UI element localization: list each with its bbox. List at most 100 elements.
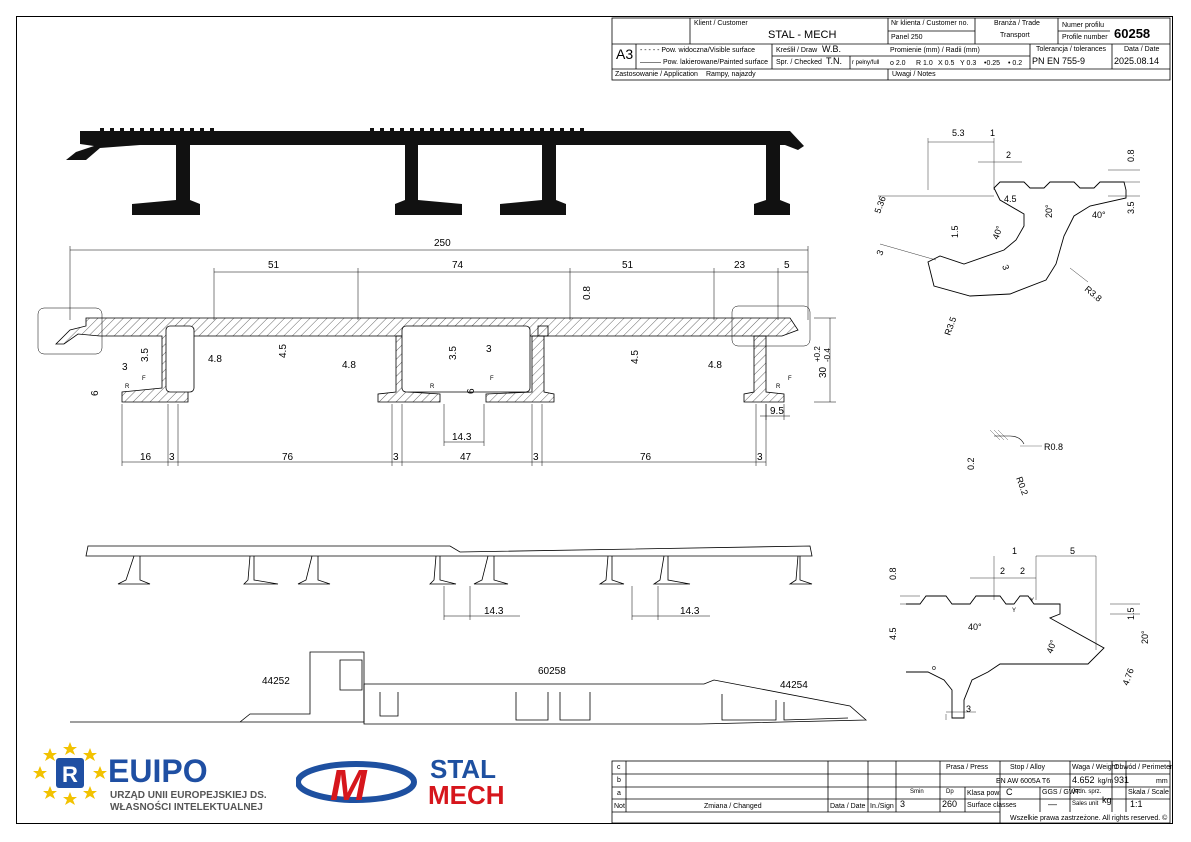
client-name: STAL - MECH [768,29,837,41]
dim-3-5b: 3.5 [448,346,459,360]
press-label: Prasa / Press [946,764,989,771]
dim-b3b: 3 [393,452,399,463]
section-dimension-labels: 250 51 74 51 23 5 0.8 3.5 4.8 4.5 4.8 3.… [90,238,832,463]
db-y2: Y [1030,598,1034,604]
weight-unit: kg/m [1098,778,1114,785]
asm-mid-label: 60258 [538,666,566,677]
rights-notice: Wszelkie prawa zastrzeżone. All rights r… [1010,815,1168,822]
dt-20: 20° [1044,204,1054,218]
dim-4-8b: 4.8 [342,360,356,371]
dp-label: Dp [946,789,954,795]
checked-by: T.N. [826,56,843,66]
db-5: 5 [1070,546,1075,556]
rev-date-label: Data / Date [830,803,866,810]
section-dimension-lines [69,246,836,466]
ds-0-2: 0.2 [966,457,976,470]
surface-classes: Surface classes [967,802,1017,809]
dim-b3d: 3 [757,452,763,463]
alloy: EN AW 6005A T6 [996,778,1051,785]
radius-4: Y 0.3 [960,60,977,67]
euipo-emblem-icon: R EUIPO URZĄD UNII EUROPEJSKIEJ DS. WŁAS… [33,742,267,813]
s-label: Smin [910,789,924,795]
dt-1: 1 [990,128,995,138]
application-label: Zastosowanie / Application [615,71,698,78]
not-label: Not [614,803,625,810]
branch-label: Branża / Trade [994,20,1040,27]
class-value: C [1006,787,1013,797]
radii-label: Promienie (mm) / Radii (mm) [890,47,980,54]
rev-row-c: c [617,764,621,771]
dt-2: 2 [1006,150,1011,160]
dt-0-8: 0.8 [1126,149,1136,162]
dim-j14-3a: 14.3 [484,606,504,617]
dim-51a: 51 [268,260,280,271]
dim-height-tol-plus: +0.2 [813,346,822,362]
dt-3-5: 3.5 [1126,201,1136,214]
dt-1-5: 1.5 [950,225,960,238]
dt-40a: 40° [1092,210,1106,220]
db-2a: 2 [1000,566,1005,576]
dim-9-5: 9.5 [770,406,784,417]
detail-small [989,429,1042,447]
dim-14-3: 14.3 [452,432,472,443]
class-label: Klasa pow. [967,790,1001,797]
profile-number: 60258 [1114,26,1151,41]
sales-unit-label-1: Jedn. sprz. [1072,789,1102,795]
dim-b76b: 76 [640,452,652,463]
weight-label: Waga / Weight [1072,764,1118,771]
asm-left-label: 44252 [262,676,290,687]
profile-no-label-2: Profile number [1062,34,1108,41]
dt-5-3: 5.3 [952,128,965,138]
detail-bottom [906,595,1105,719]
customer-no: Panel 250 [891,34,923,41]
dp-value: 260 [942,799,958,809]
stalmech-emblem-icon: M STAL MECH [295,754,505,810]
dim-b76a: 76 [282,452,294,463]
radius-6: • 0.2 [1008,60,1023,67]
branch: Transport [1000,32,1030,39]
profile-section-view [55,317,799,403]
radius-3: X 0.5 [938,60,955,67]
joined-panels-view [85,545,813,585]
perimeter-unit: mm [1156,778,1168,785]
radius-2: R 1.0 [916,60,933,67]
euipo-sub-2: WŁASNOŚCI INTELEKTUALNEJ [110,800,263,813]
ds-r0-2: R0.2 [1014,475,1030,496]
dim-overall: 250 [434,238,451,249]
ggs-label: GGS / GWT [1042,789,1080,796]
label-r-2: R [430,384,435,390]
dt-40b: 40° [990,224,1004,241]
db-40a: 40° [968,622,982,632]
drawn-by: W.B. [822,44,842,54]
rev-row-a: a [617,790,621,797]
dt-3a: 3 [874,249,885,257]
dim-5: 5 [784,260,790,271]
date-value: 2025.08.14 [1114,56,1160,66]
stalmech-word-2: MECH [428,780,505,810]
dim-23: 23 [734,260,746,271]
dt-4-5: 4.5 [1004,194,1017,204]
sales-unit: kg [1102,795,1112,805]
customer-no-label: Nr klienta / Customer no. [891,20,969,27]
euipo-wordmark: EUIPO [108,753,208,789]
dim-74: 74 [452,260,464,271]
stalmech-word-1: STAL [430,754,496,784]
dim-6a: 6 [90,390,101,396]
visible-surface-legend: - - - - - Pow. widoczna/Visible surface [640,47,756,54]
label-f-1: F [142,376,146,382]
perimeter: 931 [1114,775,1130,785]
db-1-5: 1.5 [1126,607,1136,620]
dim-6b: 6 [466,388,477,394]
db-o: o [932,665,936,672]
sheet-format: A3 [616,46,634,62]
dt-r3-8: R3.8 [1083,284,1104,304]
change-label: Zmiana / Changed [704,803,762,810]
db-20: 20° [1140,630,1150,644]
dt-3b: 3 [1000,263,1011,271]
db-1: 1 [1012,546,1017,556]
dt-5-36: 5.36 [872,195,887,215]
dim-4-5a: 4.5 [278,344,289,358]
